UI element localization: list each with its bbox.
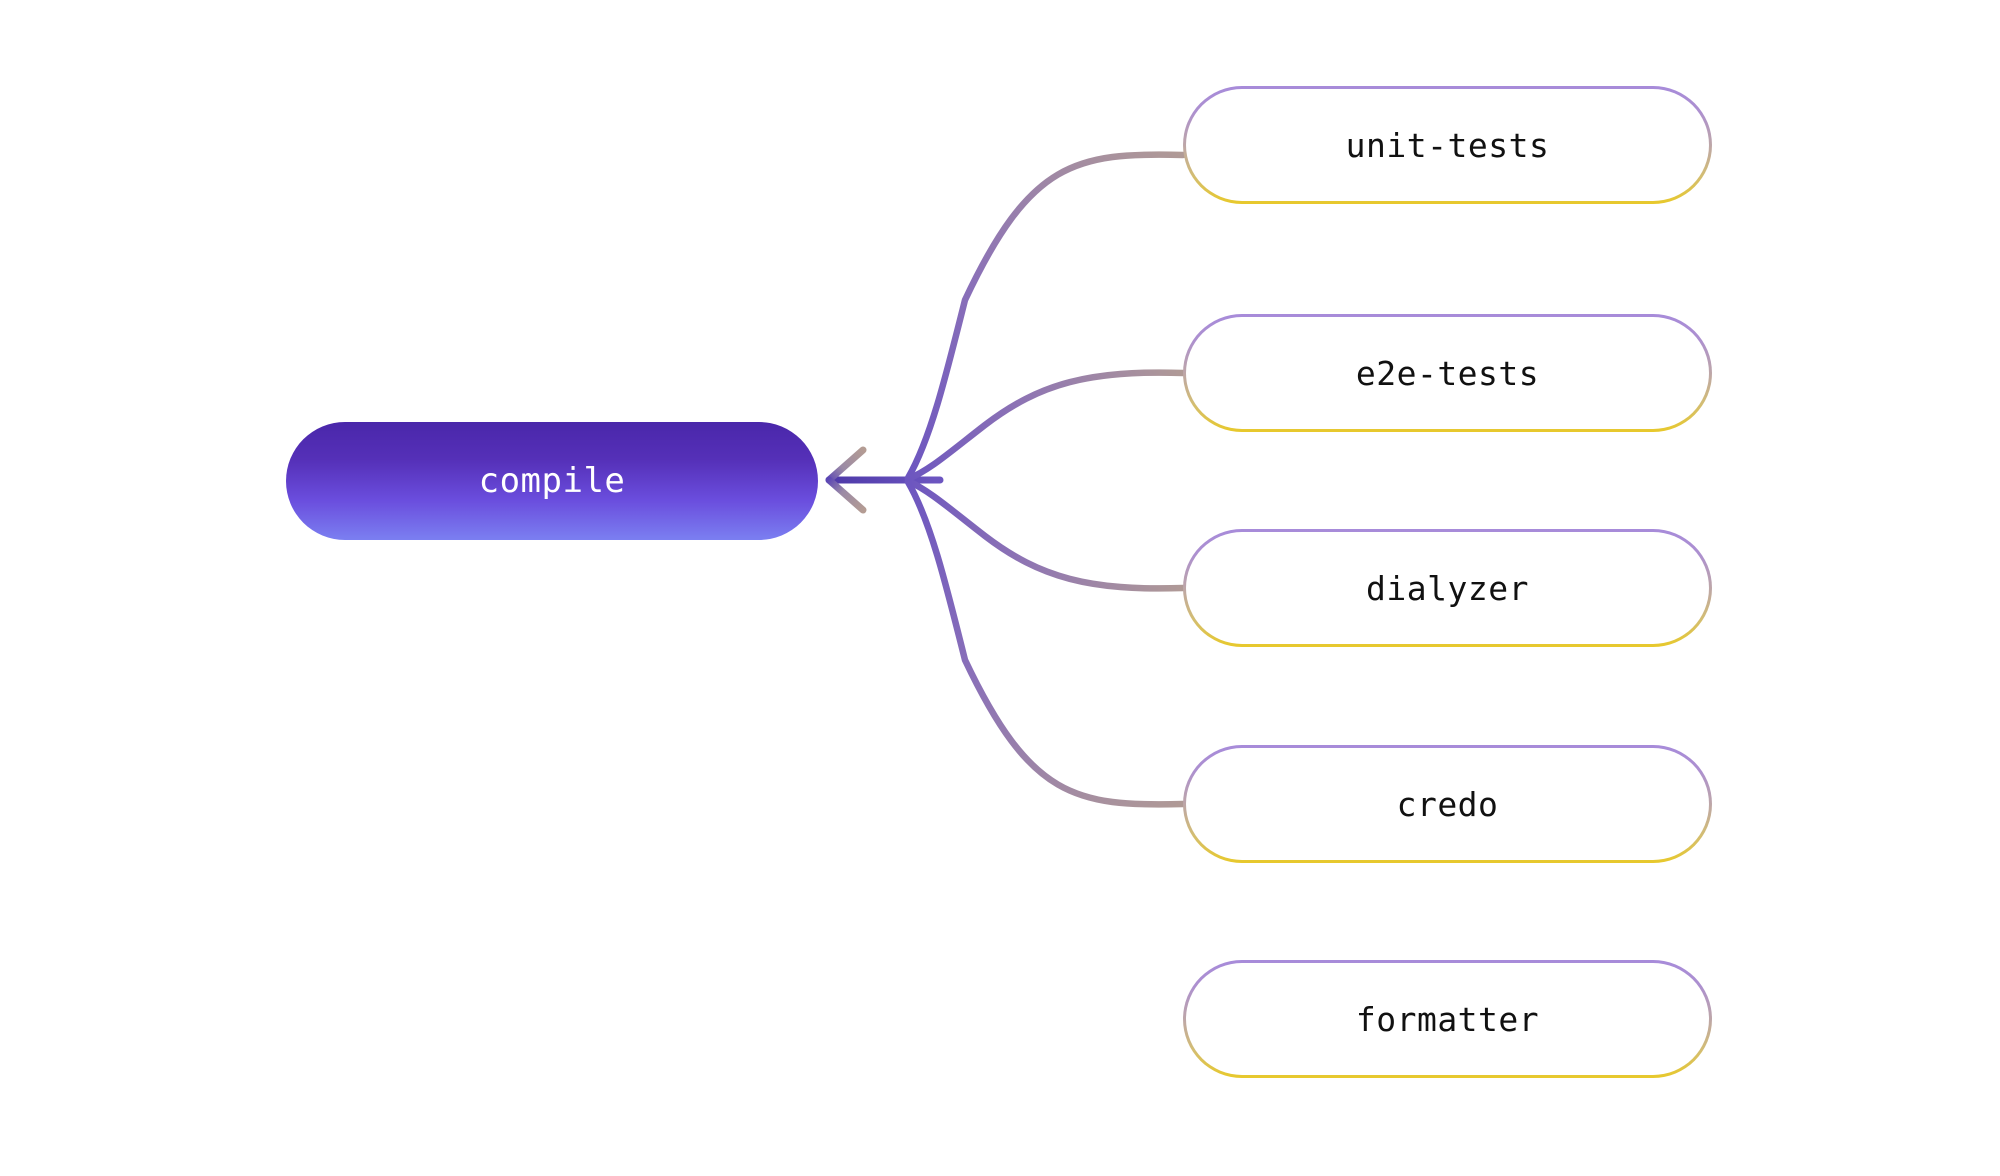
node-dialyzer-inner: dialyzer xyxy=(1186,532,1709,644)
node-e2e-tests-inner: e2e-tests xyxy=(1186,317,1709,429)
node-formatter[interactable]: formatter xyxy=(1183,960,1712,1078)
node-compile[interactable]: compile xyxy=(286,422,818,540)
node-credo-label: credo xyxy=(1396,784,1499,824)
node-unit-tests[interactable]: unit-tests xyxy=(1183,86,1712,204)
node-credo-inner: credo xyxy=(1186,748,1709,860)
node-e2e-tests[interactable]: e2e-tests xyxy=(1183,314,1712,432)
node-unit-tests-inner: unit-tests xyxy=(1186,89,1709,201)
node-formatter-inner: formatter xyxy=(1186,963,1709,1075)
node-compile-label: compile xyxy=(478,461,626,501)
edge-credo-to-compile xyxy=(904,478,1187,808)
node-dialyzer[interactable]: dialyzer xyxy=(1183,529,1712,647)
node-credo[interactable]: credo xyxy=(1183,745,1712,863)
edge-dialyzer-to-compile xyxy=(904,477,1187,592)
node-formatter-label: formatter xyxy=(1355,999,1540,1039)
edge-e2e-tests-to-compile xyxy=(904,369,1187,483)
arrow-left-chevron-icon-lower xyxy=(825,476,867,514)
arrow-left-chevron-icon xyxy=(825,446,867,484)
node-e2e-tests-label: e2e-tests xyxy=(1355,353,1540,393)
node-unit-tests-label: unit-tests xyxy=(1345,125,1550,165)
node-dialyzer-label: dialyzer xyxy=(1366,568,1529,608)
edge-unit-tests-to-compile xyxy=(904,151,1187,482)
